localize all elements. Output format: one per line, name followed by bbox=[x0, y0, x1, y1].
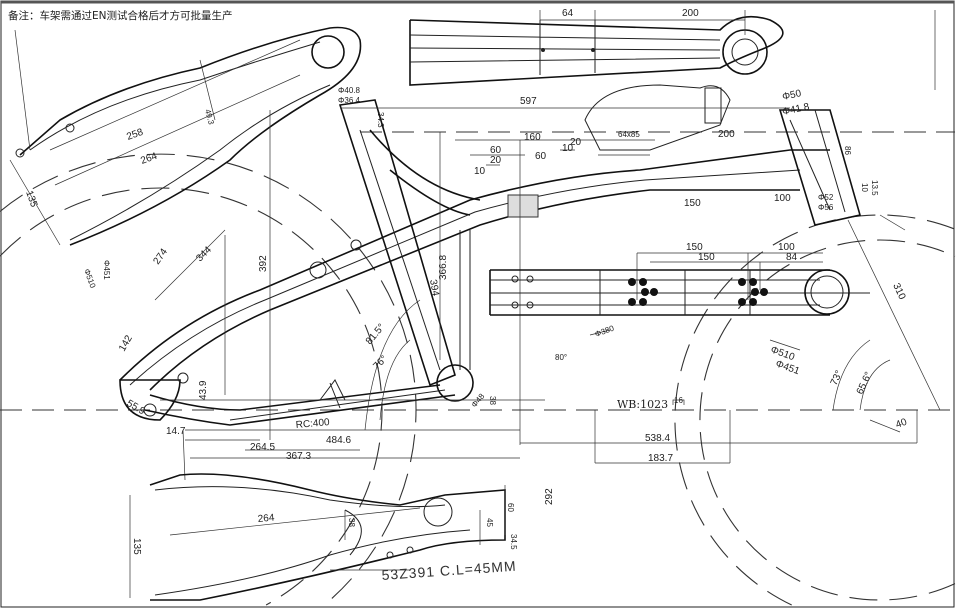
dim-64x85: 64x85 bbox=[618, 130, 640, 139]
front-geometry-dims bbox=[520, 214, 941, 464]
dim-292: 292 bbox=[544, 488, 555, 505]
dim-10b: 10 bbox=[562, 143, 574, 154]
dim-344: 344 bbox=[194, 244, 214, 264]
dim-16: 16 bbox=[674, 396, 683, 405]
dim-367-3: 367.3 bbox=[286, 451, 311, 462]
dim-64: 64 bbox=[562, 8, 574, 19]
angle-81-5: 81.5° bbox=[364, 322, 388, 347]
dim-phi36-4: Φ36.4 bbox=[338, 96, 361, 105]
dim-100-dt: 100 bbox=[778, 242, 795, 253]
dimension-labels: 64 200 597 Φ50 Φ41.8 Φ40.8 Φ36.4 34.3 16… bbox=[23, 8, 909, 583]
dim-45-cs: 45 bbox=[485, 518, 494, 527]
dim-150a: 150 bbox=[686, 242, 703, 253]
dim-484-6: 484.6 bbox=[326, 435, 351, 446]
dim-phi50: Φ50 bbox=[781, 88, 802, 103]
chainstay-plan-view bbox=[129, 473, 506, 601]
dim-392: 392 bbox=[258, 255, 269, 272]
dim-60-cs: 60 bbox=[506, 503, 515, 512]
dim-phi40-8: Φ40.8 bbox=[338, 86, 361, 95]
dim-183-7: 183.7 bbox=[648, 453, 673, 464]
dim-34-5-cs: 34.5 bbox=[509, 534, 518, 550]
dim-200-top: 200 bbox=[682, 8, 699, 19]
dim-phi451: Φ451 bbox=[774, 358, 801, 377]
dim-264-cs: 264 bbox=[257, 513, 275, 525]
dim-60a: 60 bbox=[490, 145, 502, 156]
angle-80: 80° bbox=[555, 353, 567, 362]
dim-274: 274 bbox=[151, 246, 170, 266]
dim-366-8: 366.8 bbox=[438, 255, 449, 280]
dim-phi510-stay: Φ510 bbox=[82, 268, 97, 290]
dim-13-5: 13.5 bbox=[870, 180, 879, 196]
dim-150b: 150 bbox=[698, 252, 715, 263]
dim-20b: 20 bbox=[570, 137, 582, 148]
dim-597: 597 bbox=[520, 96, 537, 107]
dim-135-cs: 135 bbox=[131, 538, 142, 555]
dim-34-3: 34.3 bbox=[376, 112, 385, 128]
angle-76: 76° bbox=[371, 354, 389, 372]
dim-phi41-8: Φ41.8 bbox=[781, 101, 811, 118]
angle-73: 73° bbox=[829, 369, 845, 387]
dim-100: 100 bbox=[774, 193, 791, 204]
dim-38-bb: 38 bbox=[488, 396, 497, 405]
dim-310: 310 bbox=[890, 282, 907, 302]
dim-60b: 60 bbox=[535, 151, 547, 162]
dim-258: 258 bbox=[125, 127, 145, 143]
angle-65-6: 65.6° bbox=[855, 370, 875, 396]
dim-160: 160 bbox=[524, 132, 541, 143]
dim-phi380: Φ380 bbox=[594, 323, 616, 338]
wheelbase-label: WB:1023 bbox=[617, 398, 668, 411]
dim-84: 84 bbox=[786, 252, 798, 263]
dim-10a: 10 bbox=[474, 166, 486, 177]
dim-10c: 10 bbox=[860, 183, 869, 192]
rear-wheel-outline bbox=[0, 153, 417, 606]
main-frame-side-view bbox=[119, 84, 862, 481]
production-note: 备注：车架需通过EN测试合格后才方可批量生产 bbox=[8, 10, 233, 22]
dim-40: 40 bbox=[894, 417, 909, 431]
dim-43-9: 43.9 bbox=[198, 380, 209, 400]
top-tube-plan-view bbox=[409, 10, 936, 90]
part-code-label: 53Z391 C.L=45MM bbox=[381, 558, 517, 583]
dim-200: 200 bbox=[718, 129, 735, 140]
dim-150: 150 bbox=[684, 198, 701, 209]
dim-phi56: Φ56 bbox=[818, 203, 834, 212]
dim-538-4: 538.4 bbox=[645, 433, 670, 444]
dim-394: 394 bbox=[427, 279, 441, 298]
dim-86: 86 bbox=[843, 146, 852, 155]
dim-20a: 20 bbox=[490, 155, 502, 166]
dim-49-3: 49.3 bbox=[203, 108, 216, 126]
seatstay-view bbox=[9, 26, 362, 246]
dim-phi52: Φ52 bbox=[818, 193, 834, 202]
dim-264-5: 264.5 bbox=[250, 442, 275, 453]
dim-264-stay: 264 bbox=[139, 151, 159, 167]
front-wheel-outline bbox=[674, 214, 956, 606]
dim-142: 142 bbox=[117, 333, 135, 353]
dim-rc400: RC:400 bbox=[295, 417, 330, 431]
dim-38-cs: 38 bbox=[347, 518, 356, 527]
dim-14-7: 14.7 bbox=[166, 426, 186, 437]
down-tube-plan-view bbox=[489, 252, 870, 316]
dim-phi451-stay: Φ451 bbox=[102, 260, 111, 280]
